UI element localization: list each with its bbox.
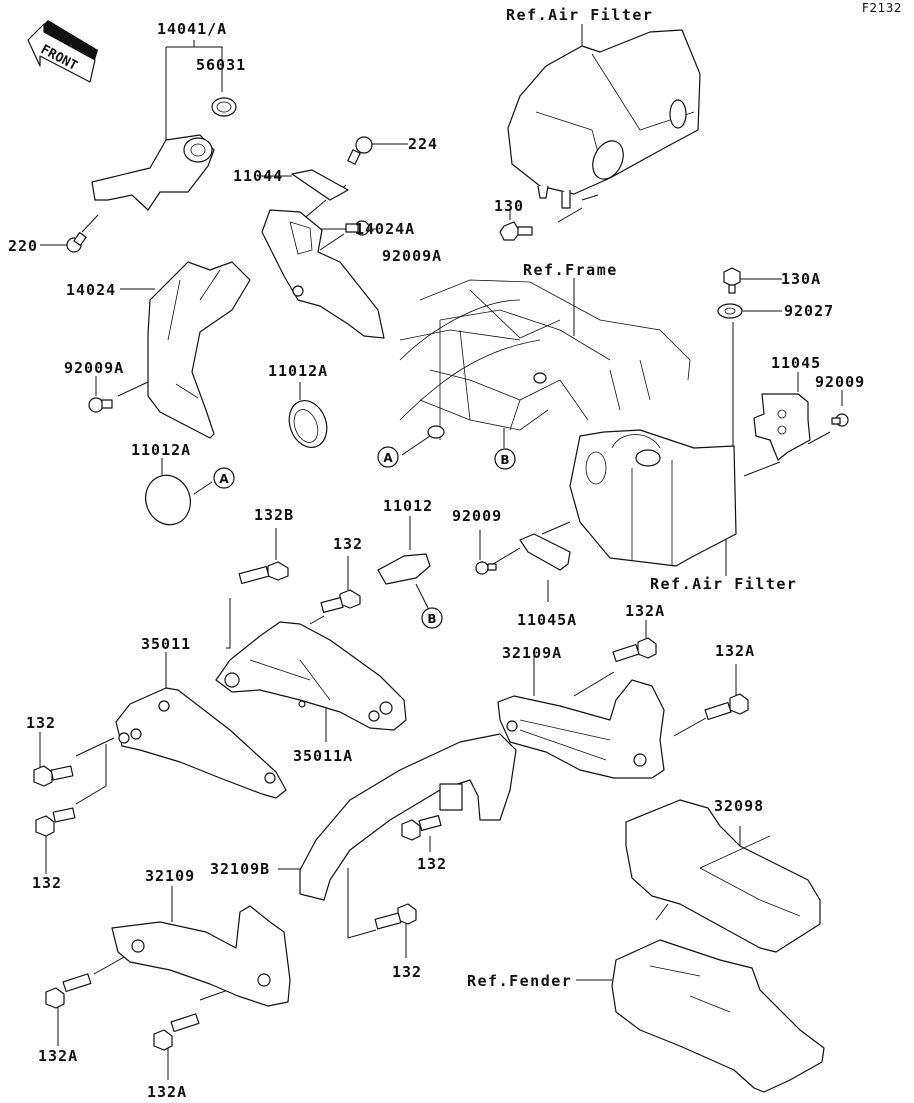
part-132-left-bottom-bolt	[35, 807, 76, 874]
label-32098: 32098	[714, 797, 765, 815]
label-224: 224	[408, 135, 439, 153]
label-130: 130	[494, 197, 525, 215]
label-11012A-left: 11012A	[131, 441, 192, 459]
label-92009A-top: 92009A	[382, 247, 443, 265]
figure-id: F2132	[862, 1, 902, 15]
marker-a-frame: A	[377, 446, 399, 468]
front-arrow-icon: FRONT	[27, 20, 98, 83]
label-11044: 11044	[233, 167, 284, 185]
label-132A-bottom1: 132A	[38, 1047, 79, 1065]
label-11012A-mid: 11012A	[268, 362, 329, 380]
part-32098-tray	[625, 799, 821, 953]
part-11045A-clip	[519, 521, 571, 602]
label-11045: 11045	[771, 354, 822, 372]
label-132A-right: 132A	[715, 642, 756, 660]
part-14024-guard	[120, 261, 251, 439]
part-frame	[399, 278, 691, 456]
part-11045-bracket	[743, 372, 849, 477]
part-132B-bolt	[226, 528, 289, 649]
label-32109A: 32109A	[502, 644, 563, 662]
part-32109A-bracket	[497, 652, 665, 779]
ref-air-filter-top: Ref.Air Filter	[506, 6, 654, 24]
part-14041A-cover	[91, 40, 237, 211]
part-fender	[576, 903, 825, 1093]
label-132-center: 132	[417, 855, 448, 873]
part-132A-bottom2-bolt	[153, 1013, 200, 1051]
label-132-mid: 132	[333, 535, 364, 553]
part-32109-bracket	[57, 886, 291, 1080]
label-132A-bottom2: 132A	[147, 1083, 188, 1101]
label-130A: 130A	[781, 270, 822, 288]
part-air-filter-box	[569, 429, 737, 576]
part-35011-bar	[75, 652, 287, 805]
part-220-screw	[40, 214, 99, 253]
label-35011: 35011	[141, 635, 192, 653]
label-92009-mid: 92009	[452, 507, 503, 525]
ref-air-filter-right: Ref.Air Filter	[650, 575, 798, 593]
label-92009-right: 92009	[815, 373, 866, 391]
part-air-filter-cover	[507, 24, 701, 223]
svg-text:B: B	[427, 612, 436, 626]
label-14024: 14024	[66, 281, 117, 299]
svg-text:A: A	[383, 451, 393, 465]
part-11012A-ring	[288, 382, 328, 448]
label-56031: 56031	[196, 56, 247, 74]
label-11045A: 11045A	[517, 611, 578, 629]
part-11012A-cap	[145, 458, 213, 526]
part-11012-clip	[377, 516, 431, 609]
part-92027-washer	[717, 303, 782, 448]
label-132-lower: 132	[392, 963, 423, 981]
svg-text:B: B	[500, 453, 509, 467]
label-220: 220	[8, 237, 39, 255]
part-32109B-bracket	[278, 733, 517, 939]
part-132A-top-bolt	[573, 620, 657, 697]
ref-fender: Ref.Fender	[467, 972, 573, 990]
part-132-center-bolt	[401, 814, 442, 852]
label-132-left-top: 132	[26, 714, 57, 732]
part-92009A-left-screw	[88, 376, 149, 413]
part-35011A-plate	[215, 621, 407, 742]
label-92027: 92027	[784, 302, 835, 320]
label-11012: 11012	[383, 497, 434, 515]
part-92009A-top-screw	[319, 220, 370, 251]
part-132A-bottom1-bolt	[45, 973, 92, 1009]
part-130-bolt	[499, 210, 533, 241]
label-132A-top: 132A	[625, 602, 666, 620]
part-132-mid-bolt	[309, 556, 361, 625]
label-92009A-left: 92009A	[64, 359, 125, 377]
label-35011A: 35011A	[293, 747, 354, 765]
marker-b-frame: B	[494, 448, 516, 470]
label-32109: 32109	[145, 867, 196, 885]
part-132-left-top-bolt	[33, 732, 74, 787]
part-130A-bolt	[723, 267, 782, 294]
label-132-left-bottom: 132	[32, 874, 63, 892]
label-14041A: 14041/A	[157, 20, 228, 38]
part-132-lower-bolt	[374, 903, 417, 958]
label-14024A: 14024A	[355, 220, 416, 238]
part-132A-right-bolt	[673, 664, 749, 737]
svg-text:A: A	[219, 472, 229, 486]
part-14024A-guard	[258, 136, 408, 339]
part-92009-mid-screw	[475, 530, 521, 575]
label-132B: 132B	[254, 506, 295, 524]
ref-frame: Ref.Frame	[523, 261, 618, 279]
label-32109B: 32109B	[210, 860, 271, 878]
marker-a-left: A	[213, 467, 235, 489]
marker-b-clip: B	[421, 607, 443, 629]
